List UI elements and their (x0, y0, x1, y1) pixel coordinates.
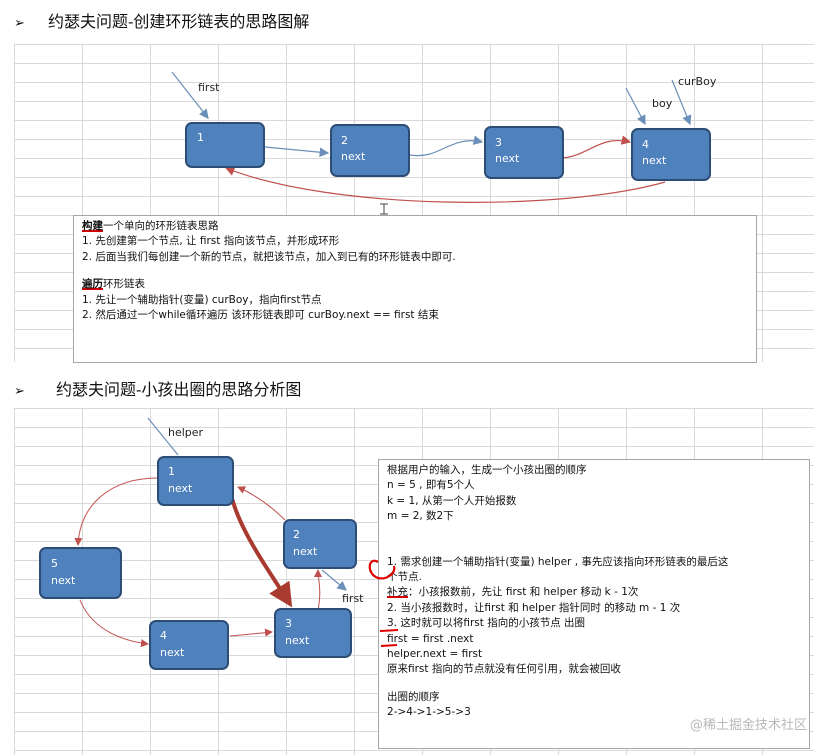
move-arrow-1-to-3 (226, 477, 293, 608)
boy-pointer-arrow (625, 87, 646, 126)
section1-title: 约瑟夫问题-创建环形链表的思路图解 (48, 12, 310, 31)
s2-line-14: 2->4->1->5->3 (387, 706, 471, 719)
watermark: @稀土掘金技术社区 (689, 718, 807, 733)
link-2-1 (237, 486, 286, 521)
section1-canvas (14, 44, 814, 362)
svg-text:1: 1 (168, 465, 175, 478)
arrow-bullet-icon: ➢ (14, 384, 25, 399)
s2-line-4: m = 2, 数2下 (387, 510, 454, 523)
svg-text:5: 5 (51, 557, 58, 570)
s2-node-4: 4 next (149, 620, 229, 670)
helper-label: helper (168, 426, 204, 439)
link-3-4 (562, 135, 632, 159)
build-step-1: 1. 先创建第一个节点, 让 first 指向该节点，并形成环形 (82, 235, 340, 248)
svg-text:2: 2 (293, 528, 300, 541)
svg-text:next: next (341, 150, 366, 163)
first-pointer-arrow (321, 569, 347, 591)
first-label: first (342, 592, 364, 605)
link-1-2 (264, 146, 330, 157)
svg-text:3: 3 (285, 617, 292, 630)
section2-heading: ➢ 约瑟夫问题-小孩出圈的思路分析图 (14, 376, 301, 400)
svg-text:next: next (293, 545, 318, 558)
s2-explanation-box: 根据用户的输入，生成一个小孩出圈的顺序 n = 5 , 即有5个人 k = 1,… (378, 459, 810, 749)
build-title: 构建一个单向的环形链表思路 (82, 220, 219, 232)
link-3-2 (314, 569, 323, 611)
build-step-2: 2. 后面当我们每创建一个新的节点，就把该节点，加入到已有的环形链表中即可. (82, 250, 456, 263)
svg-text:2: 2 (341, 134, 348, 147)
svg-text:3: 3 (495, 136, 502, 149)
s1-node-2: 2 next (330, 124, 410, 177)
s2-line-2: n = 5 , 即有5个人 (387, 479, 475, 492)
link-4-3 (229, 628, 273, 637)
spacer (82, 265, 748, 277)
svg-text:1: 1 (197, 131, 204, 144)
spacer (387, 678, 801, 690)
section2-diagram: helper first 1 next 2 next 3 next 4 next… (39, 417, 364, 670)
svg-text:next: next (642, 154, 667, 167)
s1-node-4: 4 next (631, 128, 711, 181)
svg-text:4: 4 (160, 629, 167, 642)
first-pointer-arrow (171, 71, 209, 119)
boy-label: boy (652, 97, 673, 110)
s2-line-1: 根据用户的输入，生成一个小孩出圈的顺序 (387, 464, 587, 476)
link-4-1 (224, 166, 666, 203)
s2-node-2: 2 next (283, 519, 357, 569)
link-2-3 (409, 135, 484, 157)
s2-line-10: first = first .next (387, 632, 474, 645)
section1-diagram: first boy curBoy 1 2 next 3 next 4 next (171, 71, 717, 215)
svg-text:4: 4 (642, 138, 649, 151)
arrow-bullet-icon: ➢ (14, 16, 25, 31)
s2-line-12: 原来first 指向的节点就没有任何引用，就会被回收 (387, 663, 621, 676)
section1-heading: ➢ 约瑟夫问题-创建环形链表的思路图解 (14, 8, 309, 32)
s1-node-1: 1 (185, 122, 265, 168)
s2-line-3: k = 1, 从第一个人开始报数 (387, 494, 517, 507)
spacer (387, 525, 801, 555)
s1-explanation-box: 构建一个单向的环形链表思路 1. 先创建第一个节点, 让 first 指向该节点… (73, 215, 757, 363)
s2-line-8: 2. 当小孩报数时，让first 和 helper 指针同时 的移动 m - 1… (387, 601, 681, 614)
s2-line-6: 个节点. (387, 571, 422, 584)
svg-text:next: next (160, 646, 185, 659)
svg-text:next: next (51, 574, 76, 587)
s2-line-11: helper.next = first (387, 648, 483, 661)
helper-pointer-line (147, 417, 179, 456)
svg-text:next: next (168, 482, 193, 495)
traverse-title: 遍历环形链表 (82, 278, 145, 291)
traverse-step-2: 2. 然后通过一个while循环遍历 该环形链表即可 curBoy.next =… (82, 309, 439, 322)
s2-node-1: 1 next (157, 456, 234, 506)
s1-node-3: 3 next (484, 126, 564, 179)
s2-node-5: 5 next (39, 547, 122, 599)
s2-node-3: 3 next (274, 608, 352, 658)
section2-title: 约瑟夫问题-小孩出圈的思路分析图 (56, 380, 302, 399)
first-label: first (198, 81, 220, 94)
s2-line-13: 出圈的顺序 (387, 690, 440, 703)
svg-text:next: next (495, 152, 520, 165)
curboy-pointer-arrow (671, 79, 692, 126)
link-5-4 (79, 599, 149, 648)
s2-line-9: 3. 这时就可以将first 指向的小孩节点 出圈 (387, 617, 586, 630)
traverse-step-1: 1. 先让一个辅助指针(变量) curBoy，指向first节点 (82, 293, 322, 306)
curboy-label: curBoy (678, 75, 717, 88)
text-cursor-icon (380, 203, 388, 215)
svg-text:next: next (285, 634, 310, 647)
s2-line-5: 1. 需求创建一个辅助指针(变量) helper , 事先应该指向环形链表的最后… (387, 555, 729, 568)
s2-line-7: 补充：小孩报数前，先让 first 和 helper 移动 k - 1次 (387, 586, 639, 599)
link-1-5 (74, 477, 159, 546)
